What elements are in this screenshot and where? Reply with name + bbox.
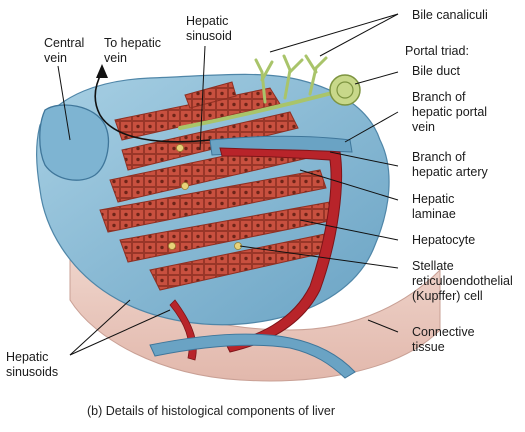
label-line: sinusoid [186,29,232,43]
flow-arrow [94,71,211,143]
label-line: sinusoids [6,365,59,379]
label-line: Stellate [412,259,454,273]
label-connective-tissue: Connective tissue [412,325,475,355]
label-line: Branch of [412,90,466,104]
label-line: Central [44,36,85,50]
lower-vessel [149,333,356,379]
label-line: vein [104,51,127,65]
bile-canaliculi [254,54,328,104]
leader-hepatic-laminae [299,169,399,201]
label-line: Branch of [412,150,466,164]
label-bile-canaliculi: Bile canaliculi [412,8,488,22]
label-line: hepatic portal [412,105,488,119]
canaliculus [260,60,274,82]
label-hepatic-laminae: Hepatic laminae [412,192,456,222]
label-line: laminae [412,207,456,221]
label-stellate-cell: Stellate reticuloendothelial (Kupffer) c… [412,259,513,304]
label-hepatocyte: Hepatocyte [412,233,476,247]
canaliculus [304,54,318,74]
label-line: (Kupffer) cell [412,289,483,303]
leader-bile-canaliculi-1 [269,13,399,53]
leader-lines [57,13,399,356]
canaliculus [254,58,267,104]
kupffer-cell [168,242,176,250]
leader-connective [367,319,399,333]
canaliculus [308,56,328,96]
leader-hepatocyte [299,219,399,241]
label-bile-duct: Bile duct [412,64,460,78]
bile-duct-coil [329,74,361,106]
label-line: Hepatic [412,192,455,206]
label-central-vein: Central vein [44,36,84,66]
leader-hepatic-artery [329,151,399,167]
leader-hepatic-sinusoid [199,45,206,151]
label-hepatic-sinusoids: Hepatic sinusoids [6,350,58,380]
label-line: vein [412,120,435,134]
label-line: Hepatic [186,14,229,28]
flow-arrowhead [96,64,108,78]
kupffer-cell [176,144,184,152]
leader-bile-canaliculi-2 [319,13,399,57]
lamina [99,169,327,233]
label-portal-vein: Branch of hepatic portal vein [412,90,487,135]
kupffer-cell [181,182,189,190]
label-line: hepatic artery [412,165,488,179]
label-hepatic-artery: Branch of hepatic artery [412,150,488,180]
label-line: reticuloendothelial [412,274,513,288]
leader-sinusoids-1 [69,299,131,356]
bile-duct [178,90,338,130]
bile-duct-coil-inner [336,81,354,99]
label-line: Connective [412,325,475,339]
kupffer-cells [168,144,242,250]
label-portal-triad: Portal triad: [405,44,469,58]
label-line: vein [44,51,67,65]
canaliculus [288,58,304,74]
leader-sinusoids-2 [69,309,171,356]
label-line: tissue [412,340,445,354]
leader-portal-vein [344,111,399,143]
leader-central-vein [57,65,71,141]
central-vein [39,104,109,181]
label-line: Hepatic [6,350,49,364]
label-to-hepatic-vein: To hepatic vein [104,36,161,66]
leader-stellate [239,245,399,269]
label-hepatic-sinusoid: Hepatic sinusoid [186,14,232,44]
lamina [184,81,237,109]
leader-bile-duct [354,71,399,85]
figure-caption: (b) Details of histological components o… [87,404,336,418]
label-line: To hepatic [104,36,161,50]
